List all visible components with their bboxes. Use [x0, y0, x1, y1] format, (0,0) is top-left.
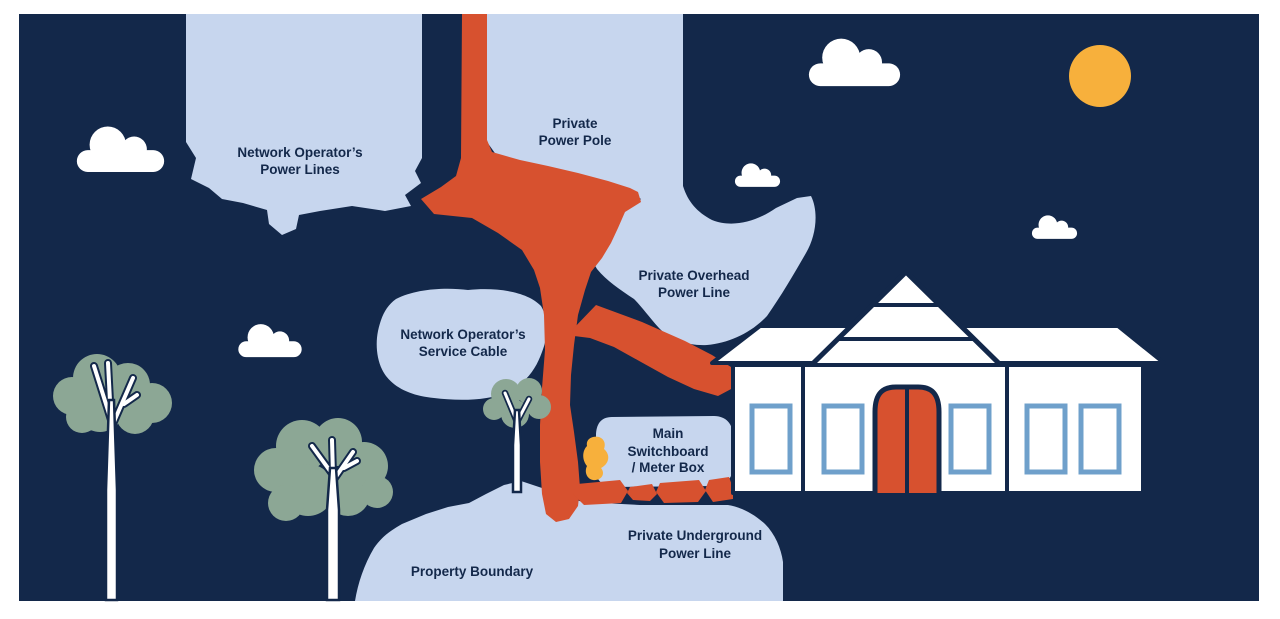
window-icon [821, 403, 865, 475]
service-cable-bubble [376, 288, 547, 400]
label-private-power-pole: Private [552, 116, 598, 131]
diagram-labels: Network Operator’s Power Lines Private P… [237, 116, 762, 579]
sun-icon [1069, 45, 1131, 107]
label-network-power-lines: Network Operator’s [237, 145, 362, 160]
label-switchboard: / Meter Box [632, 460, 705, 475]
house-icon [710, 269, 1166, 495]
label-private-underground: Power Line [659, 546, 732, 561]
private-pole-and-overhead-bubble [483, 14, 816, 346]
tree-icon [254, 418, 393, 602]
network-power-lines-bubble [186, 14, 422, 235]
overhead-cable-icon [572, 305, 733, 396]
cable-dash [656, 480, 706, 503]
label-private-underground: Private Underground [628, 528, 762, 543]
window-icon [1078, 403, 1122, 475]
label-service-cable: Service Cable [419, 344, 508, 359]
tree-icon [53, 354, 172, 602]
power-pole-icon [421, 14, 641, 522]
cable-dash [705, 477, 733, 502]
label-private-overhead: Power Line [658, 285, 731, 300]
label-network-power-lines: Power Lines [260, 162, 340, 177]
underground-cable-icon [573, 477, 733, 505]
meter-box-icon [583, 436, 609, 481]
window-icon [948, 403, 992, 475]
property-boundary-zone [355, 481, 783, 601]
cable-dash [573, 480, 628, 505]
label-private-overhead: Private Overhead [638, 268, 749, 283]
tree-icon [483, 378, 551, 494]
switchboard-bubble [595, 416, 733, 487]
label-service-cable: Network Operator’s [400, 327, 525, 342]
house-gable [810, 272, 1002, 365]
label-property-boundary: Property Boundary [411, 564, 534, 579]
window-icon [1024, 403, 1068, 475]
label-switchboard: Main [653, 426, 684, 441]
cable-dash [627, 484, 657, 501]
window-icon [749, 403, 793, 475]
label-switchboard: Switchboard [627, 444, 708, 459]
label-private-power-pole: Power Pole [539, 133, 612, 148]
